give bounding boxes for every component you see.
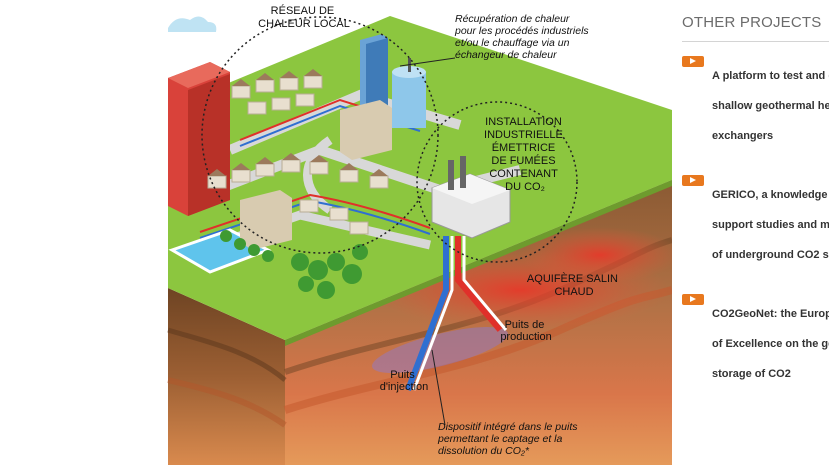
injection-well-pipe	[405, 236, 449, 392]
industrial-plant	[431, 156, 511, 239]
industrial-plant-label: INSTALLATION INDUSTRIELLE ÉMETTRICE DE F…	[484, 116, 566, 193]
project-title-line: shallow geothermal hea	[712, 100, 829, 112]
production-well-label: Puits de production	[500, 319, 551, 343]
project-title-line: A platform to test and d	[712, 70, 829, 82]
project-title-line: exchangers	[712, 130, 774, 142]
project-link[interactable]: A platform to test and d shallow geother…	[682, 54, 829, 159]
trees	[220, 230, 368, 299]
heat-network-label: RÉSEAU DE CHALEUR LOCAL	[258, 4, 350, 30]
sidebar-divider	[682, 41, 829, 42]
sidebar-title: OTHER PROJECTS	[682, 14, 822, 31]
project-title-line: storage of CO2	[712, 368, 791, 380]
arrow-right-icon	[682, 175, 704, 186]
arrow-right-icon	[682, 56, 704, 67]
project-link[interactable]: CO2GeoNet: the Europ of Excellence on th…	[682, 292, 829, 397]
injection-well-label: Puits d'injection	[380, 369, 429, 393]
plant-circle	[416, 101, 578, 263]
glass-tower	[392, 58, 426, 128]
heat-pipe-red	[199, 193, 431, 233]
project-title-line: CO2GeoNet: the Europ	[712, 308, 829, 320]
houses	[207, 75, 389, 235]
apartment-building	[168, 62, 230, 216]
saline-aquifer-label: AQUIFÈRE SALIN CHAUD	[527, 272, 621, 298]
beige-building	[340, 100, 392, 160]
project-title-line: of underground CO2 s	[712, 249, 829, 261]
project-list: A platform to test and d shallow geother…	[682, 54, 829, 397]
cloud-shape	[168, 16, 217, 32]
project-link[interactable]: GERICO, a knowledge b support studies an…	[682, 173, 829, 278]
arrow-right-icon	[682, 294, 704, 305]
production-well-pipe	[455, 236, 503, 332]
beige-building	[240, 190, 292, 250]
heat-network-circle	[201, 16, 439, 254]
integrated-device-label: Dispositif intégré dans le puits permett…	[437, 421, 580, 457]
project-title-line: GERICO, a knowledge b	[712, 189, 829, 201]
geothermal-co2-diagram: RÉSEAU DE CHALEUR LOCAL Récupération de …	[167, 4, 672, 465]
project-title-line: support studies and m	[712, 219, 829, 231]
soil-left-face	[168, 288, 285, 465]
heat-recovery-label: Récupération de chaleur pour les procédé…	[454, 13, 592, 61]
other-projects-sidebar: OTHER PROJECTS A platform to test and d …	[682, 0, 829, 465]
project-title-line: of Excellence on the ge	[712, 338, 829, 350]
